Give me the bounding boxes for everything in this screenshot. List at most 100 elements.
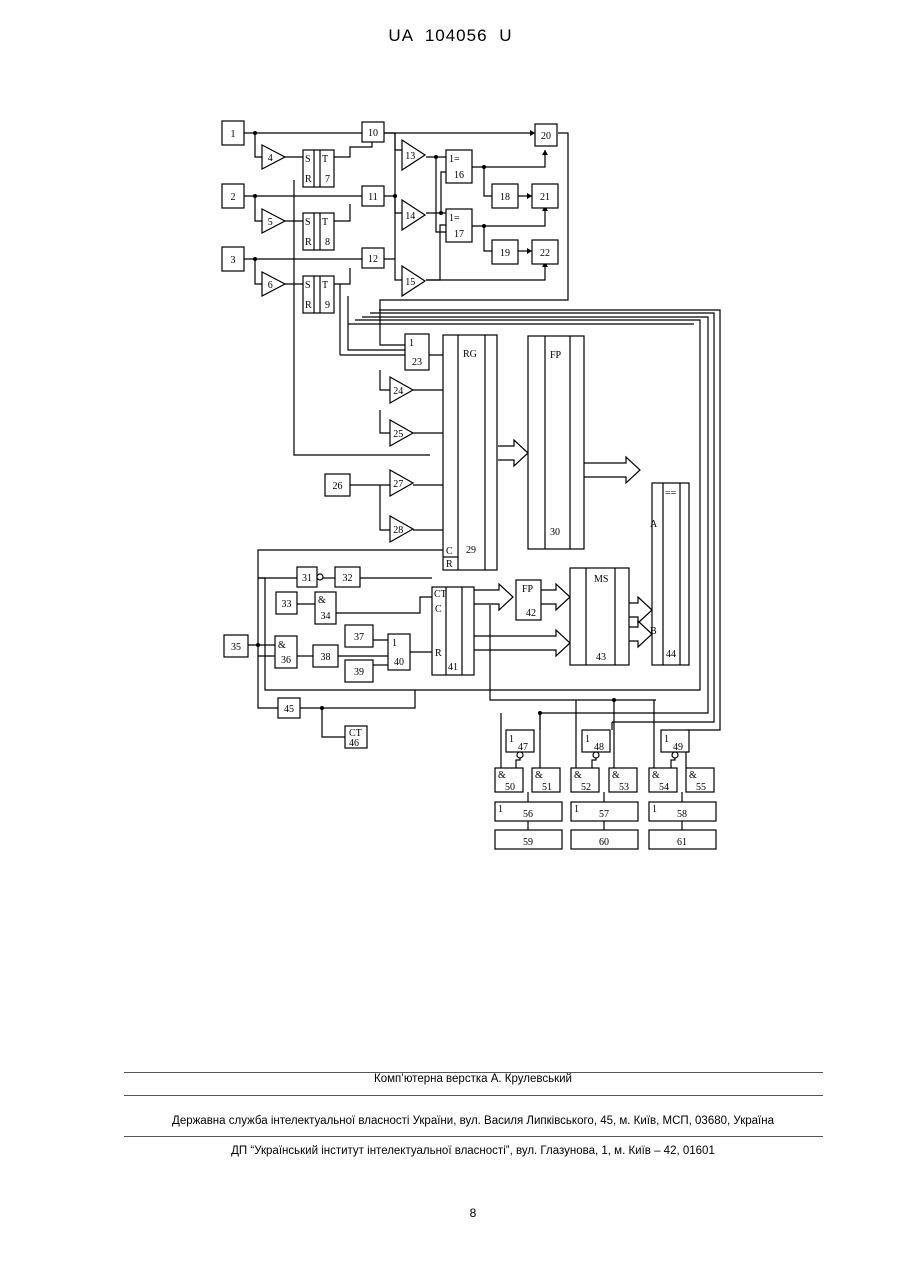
- footer-agency-address: Державна служба інтелектуальної власност…: [0, 1115, 901, 1127]
- fp-type-label: FP: [550, 350, 562, 361]
- block-label-36: 36: [281, 655, 291, 666]
- block-label-51: 51: [542, 782, 552, 793]
- block-label-32: 32: [343, 573, 353, 584]
- and-label: &: [278, 640, 286, 651]
- block-label-49: 49: [673, 742, 683, 753]
- or-label: 1: [392, 638, 397, 649]
- block-label-13: 13: [405, 151, 415, 162]
- block-label-60: 60: [599, 837, 609, 848]
- and-label: &: [498, 770, 506, 781]
- block-label-16: 16: [454, 170, 464, 181]
- block-31: 31: [297, 567, 323, 587]
- mux-type-label: MS: [594, 574, 608, 585]
- block-60: 60: [571, 830, 638, 849]
- block-label-29: 29: [466, 545, 476, 556]
- block-52: &52: [571, 768, 599, 793]
- block-33: 33: [276, 592, 297, 614]
- or-label: 1: [409, 338, 414, 349]
- counter-type-label: CT: [434, 589, 447, 600]
- trigger-pin-s: S: [305, 217, 311, 228]
- block-label-6: 6: [268, 280, 273, 291]
- block-7: 7STR: [303, 150, 334, 187]
- block-57: 1 57: [571, 802, 638, 821]
- block-label-18: 18: [500, 192, 510, 203]
- block-label-21: 21: [540, 192, 550, 203]
- block-30: FP 30: [528, 336, 584, 549]
- or-label: 1: [574, 804, 579, 815]
- or-label: 1: [664, 734, 669, 745]
- comparator-type-label: ==: [665, 488, 677, 499]
- and-label: &: [318, 595, 326, 606]
- footer-rule-bottom: [124, 1136, 823, 1137]
- block-2: 2: [222, 184, 244, 208]
- block-label-2: 2: [231, 192, 236, 203]
- block-label-31: 31: [302, 573, 312, 584]
- block-label-41: 41: [448, 662, 458, 673]
- block-label-22: 22: [540, 248, 550, 259]
- block-label-34: 34: [321, 611, 331, 622]
- block-14: 14: [402, 200, 425, 230]
- block-label-50: 50: [505, 782, 515, 793]
- block-label-58: 58: [677, 809, 687, 820]
- block-label-10: 10: [368, 128, 378, 139]
- fp-type-label: FP: [522, 584, 534, 595]
- block-34: 34 &: [315, 592, 336, 624]
- and-label: &: [652, 770, 660, 781]
- trigger-pin-s: S: [305, 280, 311, 291]
- trigger-pin-r: R: [305, 300, 312, 311]
- pin-r-29: R: [446, 559, 453, 570]
- block-51: &51: [532, 768, 560, 793]
- block-label-23: 23: [412, 357, 422, 368]
- pin-a-44: A: [650, 519, 658, 530]
- block-label-3: 3: [231, 255, 236, 266]
- block-8: 8STR: [303, 213, 334, 250]
- block-50: &50: [495, 768, 523, 793]
- block-label-5: 5: [268, 217, 273, 228]
- block-4: 4: [262, 145, 285, 169]
- block-label-20: 20: [541, 131, 551, 142]
- block-6: 6: [262, 272, 285, 296]
- block-label-48: 48: [594, 742, 604, 753]
- block-label-44: 44: [666, 649, 676, 660]
- block-label-24: 24: [393, 386, 403, 397]
- block-label-53: 53: [619, 782, 629, 793]
- block-label-17: 17: [454, 229, 464, 240]
- block-label-14: 14: [405, 211, 415, 222]
- block-label-47: 47: [518, 742, 528, 753]
- block-23: 23 1: [405, 334, 429, 370]
- block-label-8: 8: [325, 237, 330, 248]
- block-12: 12: [362, 248, 384, 268]
- trigger-pin-s: S: [305, 154, 311, 165]
- block-label-59: 59: [523, 837, 533, 848]
- or-label: 1: [585, 734, 590, 745]
- pin-r-41: R: [435, 648, 442, 659]
- footer-institute-address: ДП “Український інститут інтелектуальної…: [0, 1145, 901, 1157]
- block-label-52: 52: [581, 782, 591, 793]
- block-label-30: 30: [550, 527, 560, 538]
- block-3: 3: [222, 247, 244, 271]
- and-label: &: [689, 770, 697, 781]
- block-39: 39: [345, 660, 373, 682]
- block-15: 15: [402, 266, 425, 296]
- and-label: &: [535, 770, 543, 781]
- xor-label: 1=: [449, 154, 460, 165]
- block-25: 25: [390, 420, 413, 446]
- block-45: 45: [278, 698, 300, 718]
- block-label-55: 55: [696, 782, 706, 793]
- block-41: CTCR41: [432, 587, 474, 675]
- block-label-28: 28: [393, 525, 403, 536]
- block-label-27: 27: [393, 479, 403, 490]
- block-59: 59: [495, 830, 562, 849]
- block-label-56: 56: [523, 809, 533, 820]
- block-38: 38: [313, 645, 338, 667]
- footer-layout-credit: Комп’ютерна верстка А. Крулевський: [0, 1073, 901, 1085]
- block-label-9: 9: [325, 300, 330, 311]
- block-label-33: 33: [282, 599, 292, 610]
- block-label-57: 57: [599, 809, 609, 820]
- block-28: 28: [390, 516, 413, 542]
- block-9: 9STR: [303, 276, 334, 313]
- trigger-pin-r: R: [305, 237, 312, 248]
- block-label-45: 45: [284, 704, 294, 715]
- block-35: 35: [224, 635, 248, 657]
- xor-label: 1=: [449, 213, 460, 224]
